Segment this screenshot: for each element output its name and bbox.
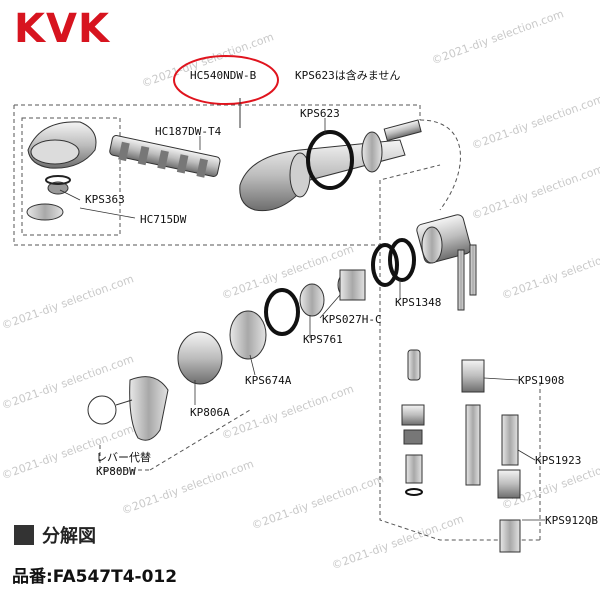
- label-kps1908: KPS1908: [518, 374, 565, 387]
- spout-body: [239, 119, 422, 212]
- section-title-text: 分解図: [42, 526, 96, 547]
- label-kps623-note: KPS623は含みません: [295, 69, 401, 82]
- label-kps363: KPS363: [85, 193, 125, 206]
- lever: [87, 376, 169, 441]
- label-hc540ndw-b: HC540NDW-B: [190, 69, 257, 82]
- label-kps1348: KPS1348: [395, 296, 442, 309]
- hose-connector: [109, 135, 221, 178]
- label-kp806a: KP806A: [190, 406, 230, 419]
- part-number: 品番:FA547T4-012: [12, 567, 178, 587]
- leader-lines: [59, 118, 545, 521]
- label-hc187dw-t4: HC187DW-T4: [155, 125, 222, 138]
- label-kps027h-c: KPS027H-C: [322, 313, 382, 326]
- label-kps674a: KPS674A: [245, 374, 292, 387]
- kvk-logo: KVK: [14, 6, 110, 52]
- label-hc715dw: HC715DW: [140, 213, 187, 226]
- square-icon: [14, 525, 34, 545]
- valve-body: [416, 214, 477, 311]
- label-kp80dw: KP80DW: [96, 465, 136, 478]
- valve-rings: [177, 238, 416, 385]
- label-kps623: KPS623: [300, 107, 340, 120]
- highlight-circle: [173, 55, 279, 105]
- section-title: 分解図: [14, 522, 96, 548]
- shower-head: [26, 121, 97, 221]
- label-kps912qb: KPS912QB: [545, 514, 598, 527]
- label-lever-note: レバー代替: [96, 451, 151, 464]
- supply-legs: [401, 349, 521, 553]
- label-kps761: KPS761: [303, 333, 343, 346]
- label-kps1923: KPS1923: [535, 454, 582, 467]
